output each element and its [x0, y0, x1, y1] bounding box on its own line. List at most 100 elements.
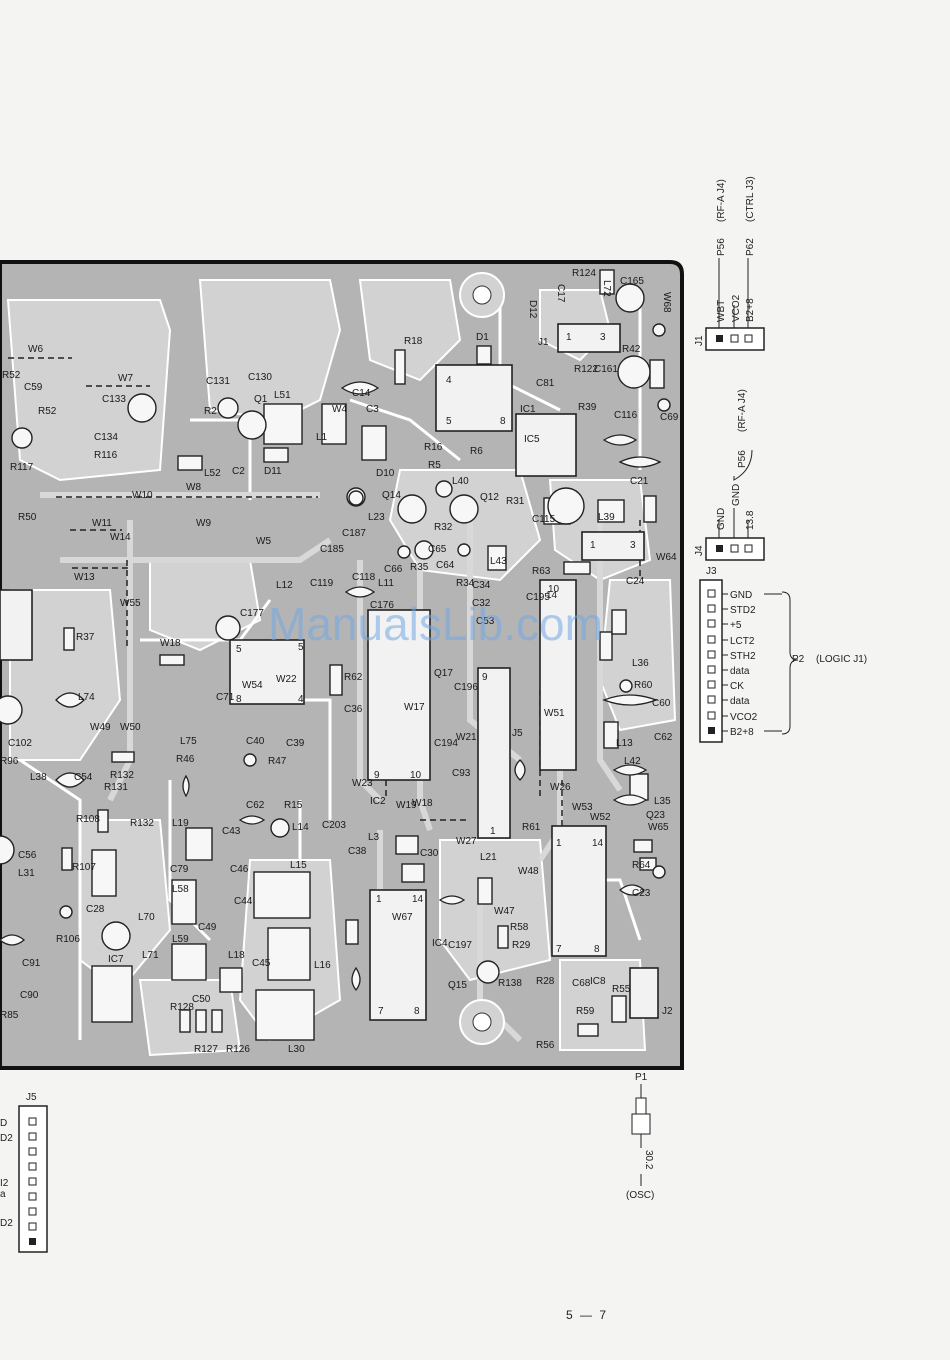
label-q17: Q17 — [434, 668, 453, 679]
label-r107: R107 — [72, 862, 96, 873]
ic-packages — [0, 323, 659, 1021]
j1-link-ctrl-j3: (CTRL J3) — [745, 176, 756, 222]
ic1-package — [435, 364, 513, 432]
label-r52b: R52 — [38, 406, 57, 417]
round-parts-shape — [59, 905, 73, 919]
label-w47: W47 — [494, 906, 515, 917]
watermark: ManualsLib.com — [268, 598, 603, 650]
round-parts-shape — [0, 695, 23, 725]
label-r128: R128 — [170, 1002, 194, 1013]
round-parts-shape — [547, 487, 585, 525]
passive-parts-shape — [599, 269, 615, 295]
pin-w54-8: 8 — [236, 694, 242, 705]
label-c131: C131 — [206, 376, 230, 387]
round-parts-shape — [270, 818, 290, 838]
ic-pin-numbers: 1 3 4 5 8 9 10 1 9 10 1 14 1 7 8 14 1 7 … — [236, 332, 636, 1017]
label-w5: W5 — [256, 536, 271, 547]
j3-header — [539, 579, 577, 771]
pin-ic1-8: 8 — [500, 416, 506, 427]
label-c187: C187 — [342, 528, 366, 539]
leaf-caps-shape — [182, 774, 190, 798]
label-w27: W27 — [456, 836, 477, 847]
leaf-caps-shape — [340, 381, 380, 395]
connector-j3-shape — [722, 593, 782, 732]
label-c40: C40 — [246, 736, 265, 747]
label-r61: R61 — [522, 822, 541, 833]
label-q1: Q1 — [254, 394, 268, 405]
pin-j4-3: 3 — [630, 540, 636, 551]
label-c102: C102 — [8, 738, 32, 749]
round-parts-shape — [617, 355, 651, 389]
label-r16: R16 — [424, 442, 443, 453]
label-w55: W55 — [120, 598, 141, 609]
round-parts-shape — [435, 480, 453, 498]
label-r130: R132 — [130, 818, 154, 829]
pin-j4-1: 1 — [590, 540, 596, 551]
label-r2: R2 — [204, 406, 217, 417]
label-r126: R126 — [226, 1044, 250, 1055]
label-c196: C196 — [454, 682, 478, 693]
label-w21: W21 — [456, 732, 477, 743]
label-r50: R50 — [18, 512, 37, 523]
label-ic8: IC8 — [590, 976, 606, 987]
pin-j3-10: 10 — [548, 584, 560, 595]
label-w64: W64 — [656, 552, 677, 563]
pin-w54-5b: 5 — [298, 642, 304, 653]
pin-j5-1: 1 — [490, 826, 496, 837]
label-c91: C91 — [22, 958, 41, 969]
label-r31: R31 — [506, 496, 525, 507]
pin-ic8-1: 1 — [556, 838, 562, 849]
passive-parts-shape — [195, 1009, 207, 1033]
label-c69: C69 — [660, 412, 679, 423]
connector-j3-shape: GND STD2 +5 LCT2 STH2 data CK data VCO2 … — [730, 590, 867, 738]
connector-j4-shape — [730, 544, 739, 553]
j1-pin-vco2: VCO2 — [731, 294, 742, 322]
label-w17: W17 — [404, 702, 425, 713]
label-w67: W67 — [392, 912, 413, 923]
passive-parts-shape — [563, 561, 591, 575]
passive-parts-shape — [177, 455, 203, 471]
round-parts-shape — [457, 543, 471, 557]
label-r124: R124 — [572, 268, 596, 279]
connector-j1-shape — [705, 327, 765, 351]
label-r46: R46 — [176, 754, 195, 765]
label-l18: L18 — [228, 950, 245, 961]
j4-pin-gnd2: GND — [731, 484, 742, 506]
leaf-caps-shape — [438, 895, 466, 905]
pin-j5-9: 9 — [482, 672, 488, 683]
ic-w54-package — [229, 639, 305, 705]
label-r59: R59 — [576, 1006, 595, 1017]
j3-pin-data2: data — [730, 696, 750, 707]
p1-dest: (OSC) — [626, 1190, 654, 1201]
label-c203: C203 — [322, 820, 346, 831]
passive-parts-shape — [487, 545, 507, 571]
passive-parts-shape — [91, 965, 133, 1023]
j5-pin-6: a — [0, 1189, 6, 1200]
round-parts-shape — [619, 679, 633, 693]
label-c90: C90 — [20, 990, 39, 1001]
pin-ic1-4: 4 — [446, 375, 452, 386]
mounting-holes — [459, 272, 505, 1045]
pin-ic4-1: 1 — [376, 894, 382, 905]
leaf-caps-shape — [344, 586, 376, 598]
connector-j1-shape — [716, 335, 723, 342]
passive-parts-shape — [97, 809, 109, 833]
label-ic4: IC4 — [432, 938, 448, 949]
label-c133: C133 — [102, 394, 126, 405]
connector-j1-shape — [744, 334, 753, 343]
label-w22: W22 — [276, 674, 297, 685]
label-r108: R108 — [76, 814, 100, 825]
label-l58: L58 — [172, 884, 189, 895]
label-c185: C185 — [320, 544, 344, 555]
j3-pin-vco2: VCO2 — [730, 712, 758, 723]
label-ic2: IC2 — [370, 796, 386, 807]
label-l35: L35 — [654, 796, 671, 807]
j3-label: J3 — [706, 566, 717, 577]
label-r6: R6 — [470, 446, 483, 457]
label-q12: Q12 — [480, 492, 499, 503]
ic-left-package — [0, 589, 33, 661]
j3-link-p2: P2 — [792, 654, 805, 665]
copper-lands-shape — [9, 589, 122, 761]
page-number: 5 — 7 — [566, 1308, 609, 1322]
